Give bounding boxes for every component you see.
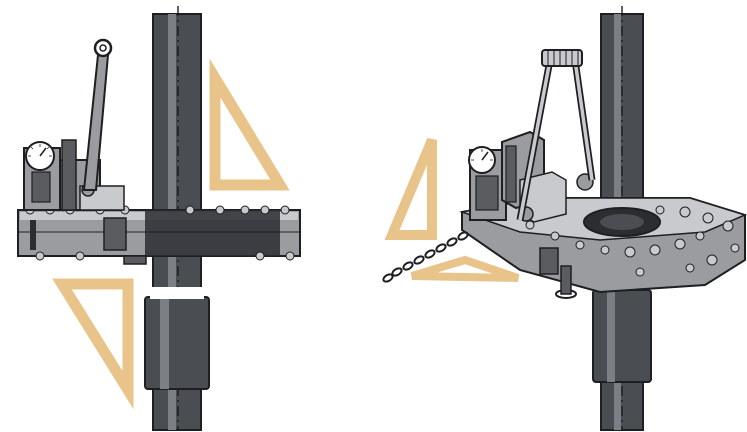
- direction-indicator-right-lower: [410, 255, 520, 282]
- direction-indicator-lower: [52, 278, 134, 410]
- torque-gauge: [23, 141, 61, 211]
- safety-chain: [382, 231, 469, 283]
- direction-indicator-right-upper: [384, 138, 437, 240]
- tool-joint-right: [592, 289, 652, 383]
- lever-handle: [82, 38, 113, 191]
- lifting-bail: [516, 49, 596, 221]
- cylinder-block-right: [501, 130, 594, 223]
- direction-indicator-upper: [209, 58, 290, 191]
- torque-gauge-right: [468, 146, 507, 221]
- perspective-view: [382, 6, 747, 431]
- tool-joint: [144, 287, 210, 390]
- tong-jaw-side: [17, 205, 301, 265]
- side-view: [17, 6, 301, 431]
